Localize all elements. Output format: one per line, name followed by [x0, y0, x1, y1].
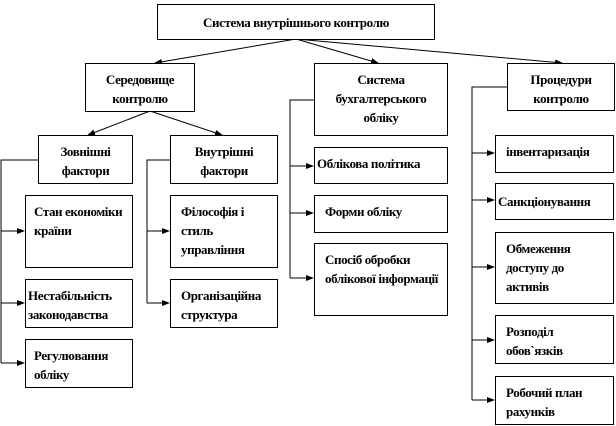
- duties-segregation-box: Розподіл обов`язків: [495, 315, 614, 364]
- external-factors-box: Зовнішні фактори: [38, 135, 133, 184]
- legislation-instability-box: Нестабільність законодавства: [25, 279, 133, 328]
- accounting-forms-box: Форми обліку: [314, 195, 448, 233]
- accounting-regulation-box: Регулювання обліку: [25, 339, 133, 388]
- management-philosophy-box: Філософія і стиль управління: [170, 195, 278, 268]
- accounting-system-box: Система бухгалтерського обліку: [314, 63, 448, 136]
- authorization-box: Санкціонування: [495, 183, 614, 220]
- control-environment-box: Середовище контролю: [85, 63, 195, 112]
- root-box: Система внутрішнього контролю: [157, 4, 435, 40]
- chart-of-accounts-box: Робочий план рахунків: [495, 376, 614, 425]
- accounting-policy-box: Облікова політика: [314, 147, 448, 184]
- internal-factors-box: Внутрішні фактори: [170, 135, 278, 184]
- org-structure-box: Організаційна структура: [170, 279, 278, 328]
- control-procedures-box: Процедури контролю: [507, 63, 615, 111]
- asset-access-restriction-box: Обмеження доступу до активів: [495, 232, 614, 304]
- economy-state-box: Стан економіки країни: [25, 195, 133, 268]
- info-processing-box: Спосіб обробки облікової інформації: [314, 243, 448, 316]
- inventory-box: інвентаризація: [495, 135, 614, 173]
